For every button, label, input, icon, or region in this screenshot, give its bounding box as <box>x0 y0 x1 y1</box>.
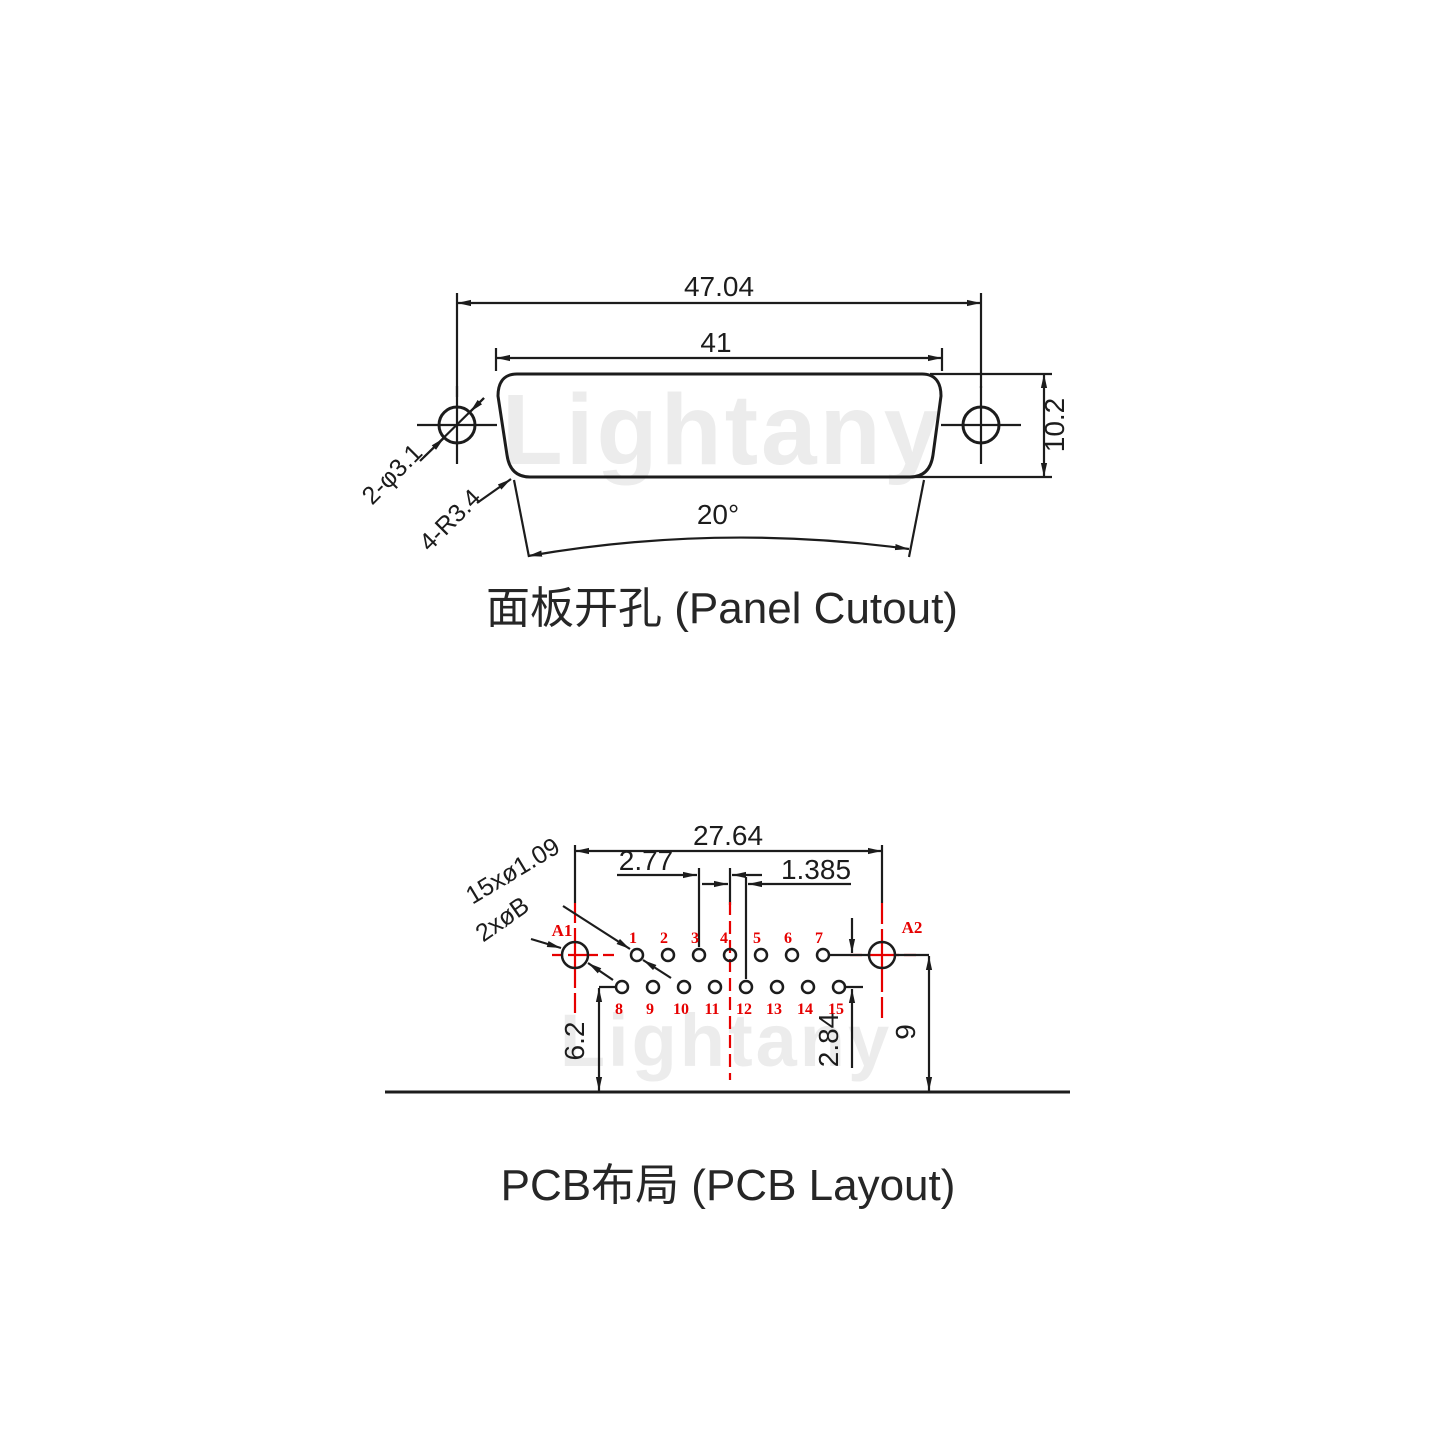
svg-text:7: 7 <box>815 930 823 947</box>
dimension-row-offset: 1.385 <box>702 854 851 979</box>
pcb-layout-caption: PCB布局 (PCB Layout) <box>501 1161 956 1210</box>
mounting-hole-right <box>941 386 1021 464</box>
angle-label: 20° <box>697 499 739 530</box>
row-offset-label: 1.385 <box>781 854 851 885</box>
dimension-pitch: 2.77 <box>617 845 762 947</box>
bottom-row-height-label: 6.2 <box>559 1022 590 1061</box>
watermark-bottom: Lightany <box>560 999 892 1082</box>
bottom-pin-row: 8 9 10 11 12 13 14 15 <box>614 979 847 1018</box>
a2-label: A2 <box>902 918 923 937</box>
height-label: 10.2 <box>1039 398 1070 453</box>
svg-text:9: 9 <box>646 1001 654 1018</box>
dimension-top-row-height: 9 <box>890 953 933 1091</box>
svg-text:4: 4 <box>720 930 728 947</box>
panel-cutout-shape <box>496 372 943 479</box>
svg-text:2: 2 <box>660 930 668 947</box>
pin-4 <box>722 947 738 963</box>
pin-11 <box>707 979 723 995</box>
svg-text:15: 15 <box>828 1001 844 1018</box>
pin-7 <box>815 947 831 963</box>
row-gap-label: 2.84 <box>813 1013 844 1068</box>
svg-text:14: 14 <box>797 1001 813 1018</box>
top-pin-row: 1 2 3 4 5 6 7 <box>629 930 831 963</box>
svg-text:10: 10 <box>673 1001 689 1018</box>
pin-3 <box>691 947 707 963</box>
dimension-bottom-row-height: 6.2 <box>559 985 616 1091</box>
pin-5 <box>753 947 769 963</box>
dimension-span: 27.64 <box>573 820 884 903</box>
pin-12 <box>738 979 754 995</box>
pin-8 <box>614 979 630 995</box>
svg-text:5: 5 <box>753 930 761 947</box>
pin-10 <box>676 979 692 995</box>
corner-radius-label: 4-R3.4 <box>414 484 487 557</box>
a1-label: A1 <box>552 921 573 940</box>
pin-15 <box>831 979 847 995</box>
mount-holes-label: 2-φ3.1 <box>357 439 429 511</box>
callout-big-holes: 2xøB <box>470 891 614 981</box>
pin-14 <box>800 979 816 995</box>
dimension-angle: 20° <box>512 479 926 558</box>
callout-corner-radius: 4-R3.4 <box>414 478 512 557</box>
dimension-outer-width: 47.04 <box>455 271 983 397</box>
pitch-label: 2.77 <box>619 845 674 876</box>
svg-text:11: 11 <box>704 1001 719 1018</box>
big-hole-a1 <box>560 940 590 970</box>
top-row-height-label: 9 <box>890 1024 921 1040</box>
pin-6 <box>784 947 800 963</box>
svg-text:12: 12 <box>736 1001 752 1018</box>
svg-text:3: 3 <box>691 930 699 947</box>
span-label: 27.64 <box>693 820 763 851</box>
pin-1 <box>629 947 645 963</box>
dimension-row-gap: 2.84 <box>813 918 869 1068</box>
svg-text:1: 1 <box>629 930 637 947</box>
pin-9 <box>645 979 661 995</box>
dimension-height: 10.2 <box>910 372 1070 479</box>
inner-width-label: 41 <box>700 327 731 358</box>
svg-text:6: 6 <box>784 930 792 947</box>
outer-width-label: 47.04 <box>684 271 754 302</box>
pin-2 <box>660 947 676 963</box>
pin-13 <box>769 979 785 995</box>
watermark-top: Lightany <box>502 374 943 486</box>
svg-text:8: 8 <box>615 1001 623 1018</box>
dimension-inner-width: 41 <box>494 327 944 371</box>
svg-text:13: 13 <box>766 1001 782 1018</box>
panel-cutout-caption: 面板开孔 (Panel Cutout) <box>486 584 958 633</box>
